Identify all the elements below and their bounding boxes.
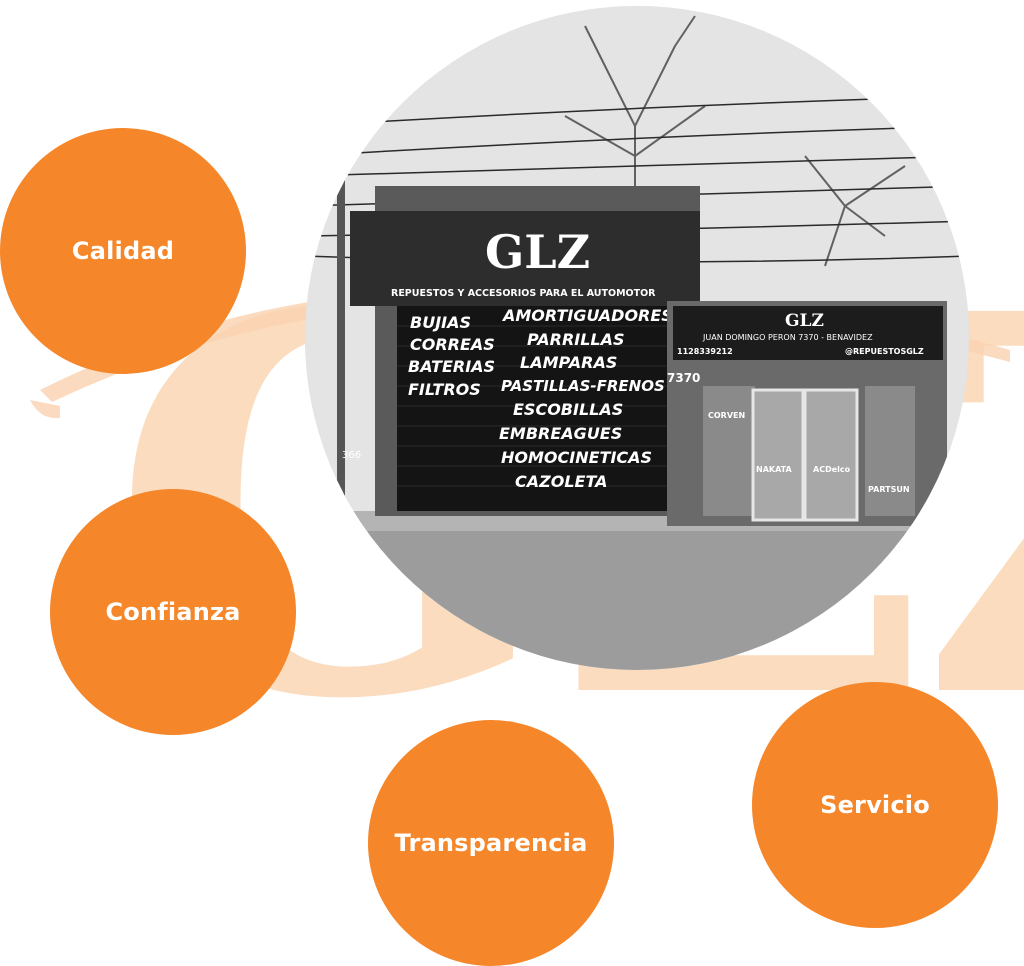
sign-brand: GLZ: [485, 225, 590, 279]
product-right-3: LAMPARAS: [520, 353, 617, 372]
value-confianza-label: Confianza: [105, 598, 241, 626]
window-brand-3: ACDelco: [813, 465, 851, 474]
product-right-5: ESCOBILLAS: [513, 400, 623, 419]
value-transparencia-circle: Transparencia: [368, 720, 614, 966]
product-right-4: PASTILLAS-FRENOS: [501, 377, 665, 395]
product-right-8: CAZOLETA: [515, 472, 608, 491]
product-right-2: PARRILLAS: [527, 330, 625, 349]
value-servicio-circle: Servicio: [752, 682, 998, 928]
right-sign-brand: GLZ: [785, 311, 824, 331]
side-number: 366: [342, 450, 361, 461]
product-left-4: FILTROS: [408, 380, 481, 399]
product-left-3: BATERIAS: [408, 357, 495, 376]
right-sign-social: @REPUESTOSGLZ: [845, 347, 924, 356]
right-sign-phone: 1128339212: [677, 347, 733, 356]
product-right-1: AMORTIGUADORES: [501, 306, 673, 325]
right-sign-address: JUAN DOMINGO PERON 7370 - BENAVIDEZ: [702, 333, 873, 342]
storefront-illustration: GLZ REPUESTOS Y ACCESORIOS PARA EL AUTOM…: [305, 6, 969, 670]
product-right-6: EMBREAGUES: [499, 424, 622, 443]
window-brand-4: PARTSUN: [868, 485, 910, 494]
product-left-1: BUJIAS: [410, 313, 471, 332]
product-left-2: CORREAS: [410, 335, 495, 354]
value-servicio-label: Servicio: [820, 791, 930, 819]
value-calidad-label: Calidad: [71, 237, 175, 265]
storefront-photo: GLZ REPUESTOS Y ACCESORIOS PARA EL AUTOM…: [305, 6, 969, 670]
window-brand-2: NAKATA: [756, 465, 792, 474]
window-brand-1: CORVEN: [708, 411, 745, 420]
street-number: 7370: [667, 371, 700, 385]
value-confianza-circle: Confianza: [50, 489, 296, 735]
product-right-7: HOMOCINETICAS: [501, 448, 652, 467]
sign-tagline: REPUESTOS Y ACCESORIOS PARA EL AUTOMOTOR: [391, 288, 656, 299]
value-calidad-circle: Calidad: [0, 128, 246, 374]
value-transparencia-label: Transparencia: [394, 829, 588, 857]
